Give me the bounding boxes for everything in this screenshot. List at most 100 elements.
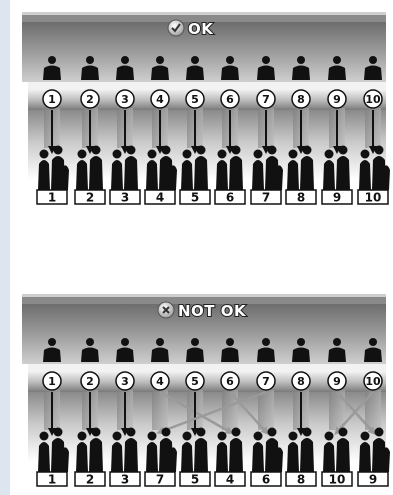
group-figure-icon [124,438,138,472]
bottom-number-label: 4 [226,473,234,487]
person-body-icon [221,348,239,363]
group-figure-head-icon [375,428,384,437]
group-figure-icon [359,442,371,472]
person-head-icon [48,338,56,346]
top-number-label: 5 [191,93,199,106]
top-number-label: 2 [86,375,94,388]
top-number-label: 6 [226,375,234,388]
person-body-icon [257,348,275,363]
group-figure-icon [194,156,208,190]
top-number-label: 1 [48,375,56,388]
bottom-number-label: 5 [191,191,199,205]
group-figure-head-icon [127,428,136,437]
roof-ledge-highlight [22,12,386,15]
group-figure-head-icon [339,428,348,437]
group-figure-head-icon [40,150,49,159]
bottom-number-label: 3 [121,473,129,487]
person-head-icon [226,338,234,346]
top-number-label: 6 [226,93,234,106]
bottom-number-label: 5 [191,473,199,487]
person-head-icon [369,56,377,64]
person-body-icon [221,66,239,81]
person-body-icon [81,348,99,363]
person-body-icon [116,348,134,363]
roof-ledge-highlight [22,294,386,297]
top-number-label: 7 [262,93,270,106]
person-head-icon [262,338,270,346]
top-number-label: 5 [191,375,199,388]
bottom-number-label: 7 [156,473,164,487]
group-figure-head-icon [232,146,241,155]
beam-top [28,364,386,372]
group-figure-head-icon [78,150,87,159]
bottom-number-label: 9 [333,191,341,205]
group-figure-icon [194,438,208,472]
group-figure-head-icon [78,432,87,441]
group-figure-icon [300,156,314,190]
person-head-icon [191,338,199,346]
group-figure-icon [124,156,138,190]
bottom-number-label: 2 [86,191,94,205]
person-head-icon [86,56,94,64]
top-number-label: 9 [333,93,341,106]
bottom-number-label: 3 [121,191,129,205]
person-body-icon [186,348,204,363]
group-figure-head-icon [92,146,101,155]
group-figure-head-icon [325,432,334,441]
person-body-icon [292,348,310,363]
bottom-number-label: 4 [156,191,164,205]
group-figure-head-icon [339,146,348,155]
bottom-number-label: 1 [48,191,56,205]
group-figure-icon [323,160,335,190]
group-figure-head-icon [183,432,192,441]
person-body-icon [257,66,275,81]
person-head-icon [156,56,164,64]
person-body-icon [186,66,204,81]
person-head-icon [156,338,164,346]
group-figure-head-icon [254,150,263,159]
group-figure-icon [287,160,299,190]
column-stripe [222,390,238,430]
person-head-icon [191,56,199,64]
person-body-icon [81,66,99,81]
group-figure-icon [89,156,103,190]
group-figure-head-icon [325,150,334,159]
panel-title: OK [188,20,214,38]
bottom-number-label: 2 [86,473,94,487]
person-body-icon [151,348,169,363]
group-figure-head-icon [148,150,157,159]
person-body-icon [292,66,310,81]
group-figure-icon [252,442,264,472]
group-figure-head-icon [361,432,370,441]
group-figure-icon [300,438,314,472]
group-figure-icon [38,442,50,472]
group-figure-icon [359,160,371,190]
group-figure-head-icon [218,150,227,159]
group-figure-head-icon [127,146,136,155]
group-figure-icon [111,160,123,190]
group-figure-head-icon [303,428,312,437]
person-head-icon [121,56,129,64]
group-figure-icon [111,442,123,472]
bottom-number-label: 9 [369,473,377,487]
person-head-icon [333,56,341,64]
top-number-label: 9 [333,375,341,388]
bottom-number-label: 10 [365,191,382,205]
group-figure-icon [76,442,88,472]
bottom-number-label: 6 [226,191,234,205]
top-number-label: 4 [156,93,164,106]
person-head-icon [297,338,305,346]
group-figure-head-icon [218,432,227,441]
person-body-icon [328,66,346,81]
bottom-number-label: 10 [329,473,346,487]
group-figure-head-icon [113,150,122,159]
group-figure-head-icon [40,432,49,441]
group-figure-head-icon [289,432,298,441]
person-head-icon [121,338,129,346]
group-figure-icon [336,156,350,190]
group-figure-icon [146,442,158,472]
top-number-label: 3 [121,375,129,388]
person-head-icon [262,56,270,64]
group-figure-head-icon [361,150,370,159]
person-head-icon [86,338,94,346]
